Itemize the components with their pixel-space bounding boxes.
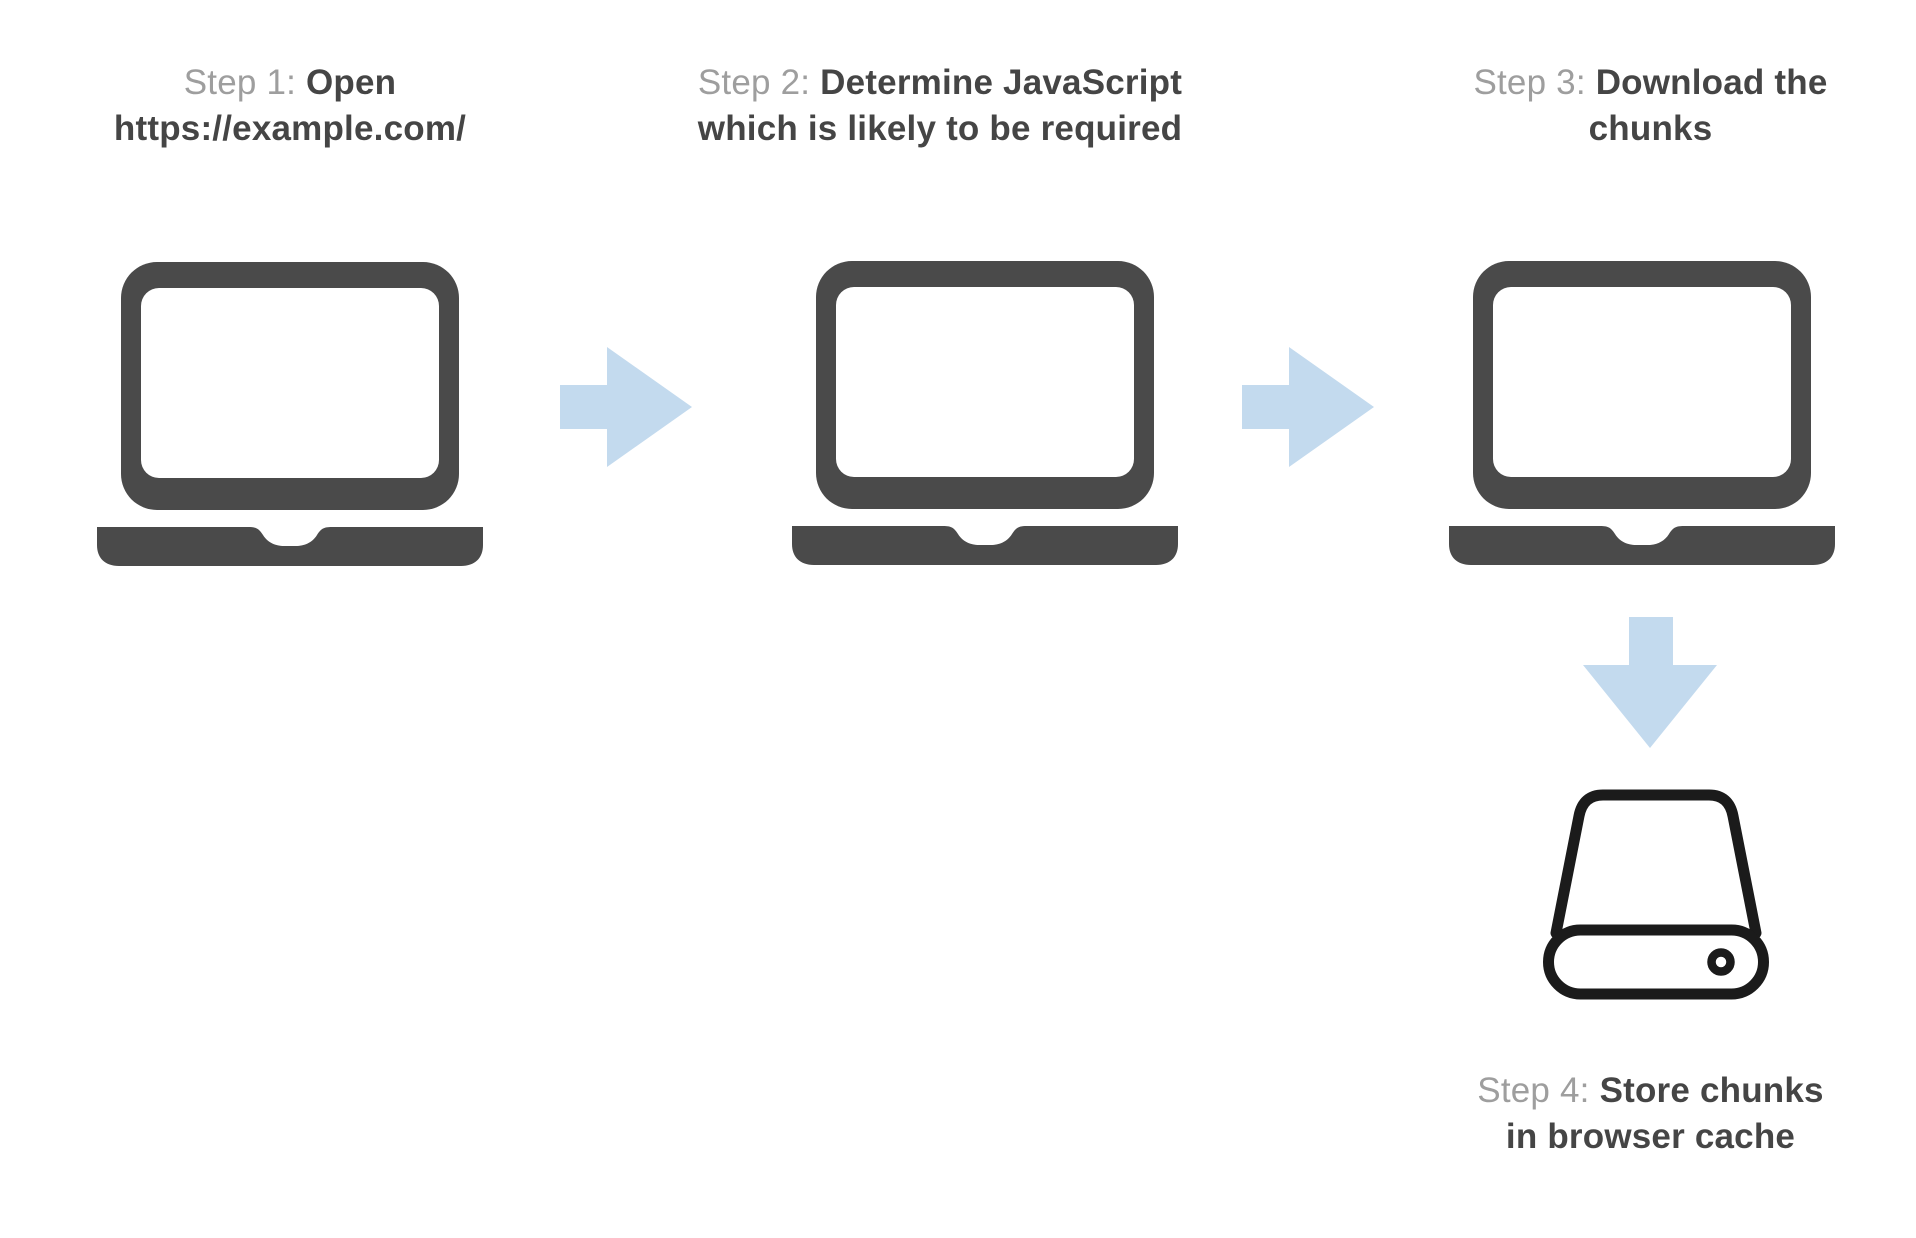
step-3-title-line2: chunks — [1588, 109, 1713, 148]
step-2-title-line1: Determine JavaScript — [820, 63, 1183, 102]
step-1-title-line2: https://example.com/ — [113, 109, 467, 148]
step-2-label: Step 2: Determine JavaScript which is li… — [650, 60, 1230, 152]
hard-drive-icon — [1543, 789, 1769, 1000]
step-3-title-line1: Download the — [1595, 63, 1828, 102]
laptop-icon — [792, 261, 1178, 565]
step-1-prefix: Step 1: — [183, 63, 297, 102]
arrow-right-icon — [1242, 347, 1374, 467]
laptop-icon — [1449, 261, 1835, 565]
arrow-right-icon — [560, 347, 692, 467]
step-1-title-line1: Open — [306, 63, 397, 102]
laptop-icon — [97, 262, 483, 566]
step-4-title-line2: in browser cache — [1505, 1117, 1796, 1156]
drive-led-icon — [1707, 948, 1735, 976]
step-3-prefix: Step 3: — [1473, 63, 1586, 102]
step-3-label: Step 3: Download the chunks — [1398, 60, 1903, 152]
step-4-title-line1: Store chunks — [1599, 1071, 1824, 1110]
step-4-label: Step 4: Store chunks in browser cache — [1398, 1068, 1903, 1160]
step-2-prefix: Step 2: — [697, 63, 811, 102]
step-4-prefix: Step 4: — [1477, 1071, 1590, 1110]
step-2-title-line2: which is likely to be required — [697, 109, 1183, 148]
arrow-down-icon — [1583, 617, 1717, 748]
step-1-label: Step 1: Open https://example.com/ — [40, 60, 540, 152]
